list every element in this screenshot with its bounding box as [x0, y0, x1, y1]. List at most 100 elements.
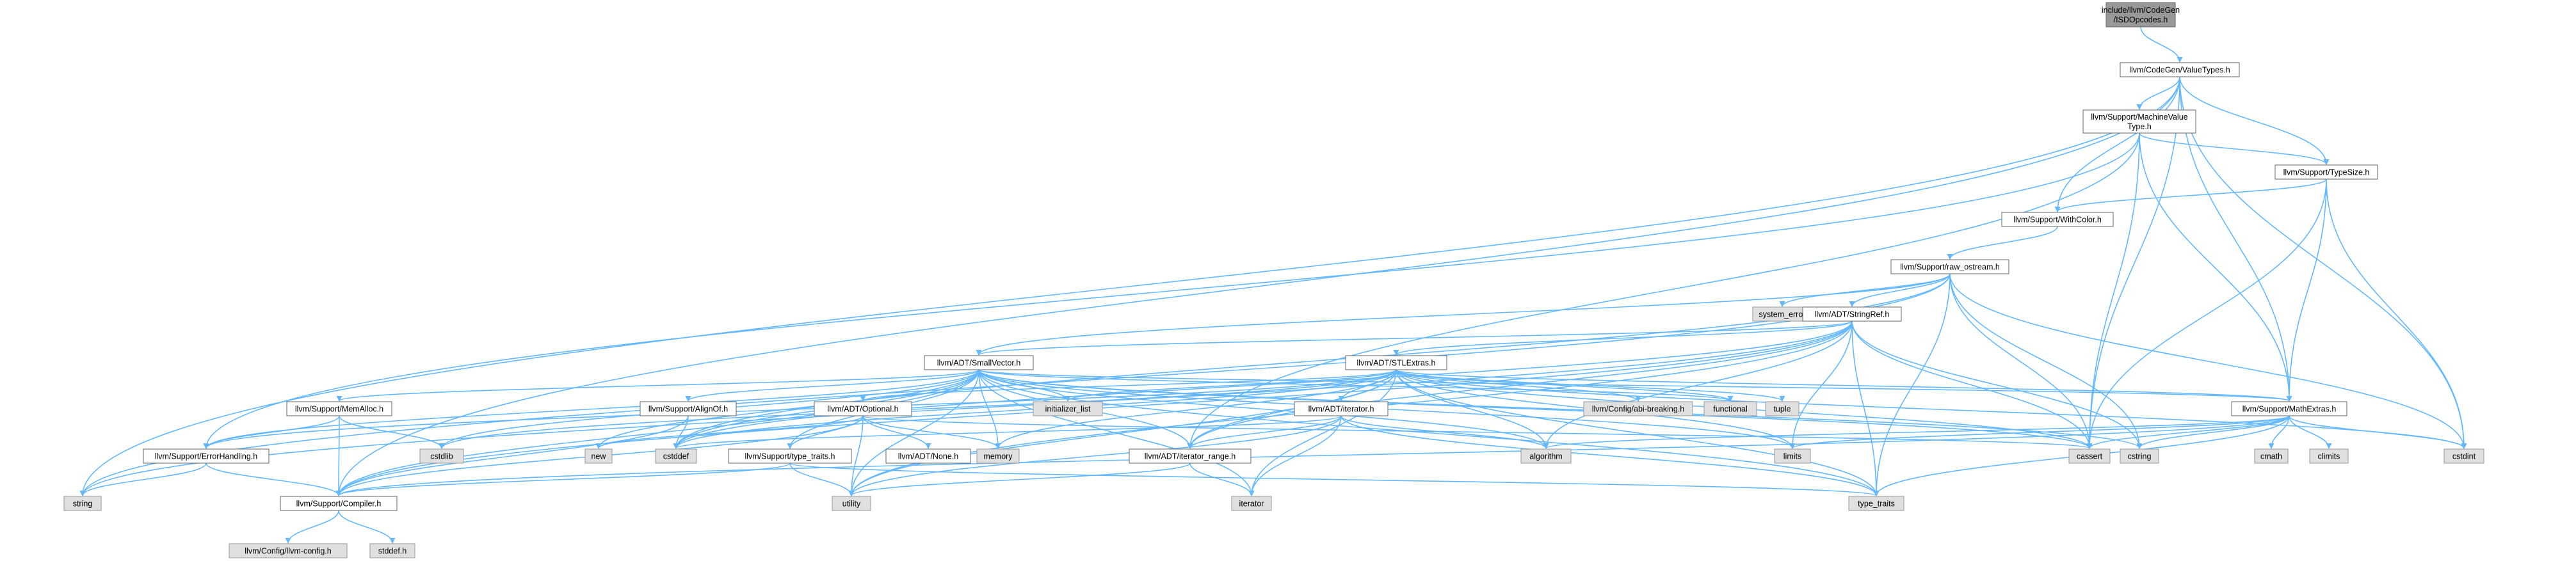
node-mathextras[interactable]: llvm/Support/MathExtras.h — [2231, 401, 2347, 416]
node-algorithm: algorithm — [1520, 448, 1572, 464]
node-label-type_traits: type_traits — [1858, 500, 1895, 509]
edge-stlextras-to-initializer_list — [1065, 369, 1397, 402]
node-type_traits_h[interactable]: llvm/Support/type_traits.h — [728, 448, 852, 464]
node-typesize[interactable]: llvm/Support/TypeSize.h — [2274, 164, 2378, 180]
edge-smallvector-to-initializer_list — [978, 369, 1071, 402]
edge-alignof-to-compiler — [335, 415, 689, 496]
edge-stringref-to-stlextras — [1393, 320, 1853, 356]
edge-smallvector-to-mathextras — [978, 369, 2292, 402]
node-cstring: cstring — [2120, 448, 2159, 464]
edge-memalloc-to-errorhandling — [203, 415, 340, 449]
node-box-memory — [976, 448, 1020, 464]
node-none[interactable]: llvm/ADT/None.h — [885, 448, 971, 464]
node-label-cassert: cassert — [2077, 452, 2103, 461]
node-smallvector[interactable]: llvm/ADT/SmallVector.h — [924, 355, 1034, 370]
edge-raw_ostream-to-type_traits — [1873, 273, 1951, 496]
edge-valuetypes-to-withcolor — [2054, 76, 2180, 212]
node-valuetypes[interactable]: llvm/CodeGen/ValueTypes.h — [2120, 62, 2240, 77]
edge-valuetypes-to-mathextras — [2179, 76, 2292, 402]
node-cstdint: cstdint — [2443, 448, 2484, 464]
node-box-typesize — [2274, 164, 2378, 180]
node-errorhandling[interactable]: llvm/Support/ErrorHandling.h — [143, 448, 270, 464]
edge-raw_ostream-to-stringref — [1849, 273, 1951, 307]
node-alignof[interactable]: llvm/Support/AlignOf.h — [640, 401, 737, 416]
node-stddef: stddef.h — [369, 543, 415, 558]
node-memory: memory — [976, 448, 1020, 464]
node-box-stlextras — [1345, 355, 1447, 370]
node-label-stringref: llvm/ADT/StringRef.h — [1815, 310, 1890, 319]
edge-mathextras-to-climits — [2289, 415, 2332, 449]
node-label-iterator: iterator — [1239, 500, 1264, 509]
edge-mathextras-to-cstring — [2136, 415, 2290, 449]
edge-smallvector-to-errorhandling — [203, 369, 979, 449]
edge-stringref-to-type_traits — [1851, 320, 1880, 496]
edge-compiler-to-stddef — [338, 510, 396, 544]
node-llvm_config: llvm/Config/llvm-config.h — [229, 543, 348, 558]
edge-stringref-to-cassert — [1851, 320, 2093, 449]
node-withcolor[interactable]: llvm/Support/WithColor.h — [2001, 212, 2114, 227]
node-box-algorithm — [1520, 448, 1572, 464]
edge-raw_ostream-to-smallvector — [976, 273, 1951, 356]
node-label-cstdlib: cstdlib — [430, 452, 453, 461]
edge-iterator_range-to-iterator — [1189, 462, 1255, 496]
node-box-initializer_list — [1033, 401, 1103, 416]
node-box-stringref — [1802, 306, 1902, 322]
node-box-mathextras — [2231, 401, 2347, 416]
node-label-root: /ISDOpcodes.h — [2114, 15, 2168, 24]
node-stlextras[interactable]: llvm/ADT/STLExtras.h — [1345, 355, 1447, 370]
node-label-llvm_config: llvm/Config/llvm-config.h — [245, 547, 332, 556]
node-compiler[interactable]: llvm/Support/Compiler.h — [280, 496, 398, 511]
node-label-smallvector: llvm/ADT/SmallVector.h — [937, 359, 1021, 368]
node-box-smallvector — [924, 355, 1034, 370]
node-string: string — [63, 496, 102, 511]
edge-stlextras-to-tuple — [1396, 369, 1785, 402]
edge-iterator_h-to-cstddef — [673, 415, 1342, 449]
node-optional[interactable]: llvm/ADT/Optional.h — [814, 401, 912, 416]
edge-stlextras-to-memory — [995, 369, 1397, 449]
edge-typesize-to-mathextras — [2286, 178, 2327, 402]
node-box-root — [2105, 2, 2176, 28]
node-box-cstdint — [2443, 448, 2484, 464]
node-raw_ostream[interactable]: llvm/Support/raw_ostream.h — [1890, 259, 2009, 274]
node-label-iterator_h: llvm/ADT/iterator.h — [1308, 405, 1374, 414]
node-label-limits: limits — [1783, 452, 1801, 461]
node-box-limits — [1774, 448, 1811, 464]
edge-smallvector-to-alignof — [685, 369, 979, 402]
node-box-withcolor — [2001, 212, 2114, 227]
node-label-compiler: llvm/Support/Compiler.h — [296, 500, 382, 509]
edge-stlextras-to-mathextras — [1396, 369, 2292, 402]
node-label-cstddef: cstddef — [663, 452, 689, 461]
edge-raw_ostream-to-cassert — [1949, 273, 2093, 449]
node-initializer_list: initializer_list — [1033, 401, 1103, 416]
node-root: include/llvm/CodeGen/ISDOpcodes.h — [2102, 2, 2180, 28]
node-label-initializer_list: initializer_list — [1045, 405, 1091, 414]
dependency-edges — [79, 26, 2467, 544]
node-label-errorhandling: llvm/Support/ErrorHandling.h — [155, 452, 258, 461]
node-stringref[interactable]: llvm/ADT/StringRef.h — [1802, 306, 1902, 322]
node-utility: utility — [832, 496, 871, 511]
edge-mathextras-to-cmath — [2268, 415, 2290, 449]
node-memalloc[interactable]: llvm/Support/MemAlloc.h — [286, 401, 392, 416]
node-box-raw_ostream — [1890, 259, 2009, 274]
edge-raw_ostream-to-cstring — [1949, 273, 2143, 449]
edge-mathextras-to-limits — [1789, 415, 2290, 449]
node-label-algorithm: algorithm — [1529, 452, 1562, 461]
edge-mathextras-to-cstdint — [2289, 415, 2467, 449]
node-label-mvt: Type.h — [2127, 122, 2152, 131]
node-box-utility — [832, 496, 871, 511]
edge-smallvector-to-type_traits — [978, 369, 1880, 496]
edge-iterator_h-to-iterator_range — [1187, 415, 1342, 449]
edge-smallvector-to-iterator — [978, 369, 1255, 496]
edge-mvt-to-typesize — [2139, 132, 2330, 165]
node-label-functional: functional — [1713, 405, 1748, 414]
node-cstdlib: cstdlib — [419, 448, 464, 464]
edge-typesize-to-cassert — [2086, 178, 2327, 449]
node-box-cstddef — [655, 448, 697, 464]
edge-valuetypes-to-mvt — [2136, 76, 2180, 110]
node-iterator_h[interactable]: llvm/ADT/iterator.h — [1294, 401, 1389, 416]
edge-valuetypes-to-cstdint — [2179, 76, 2467, 449]
node-iterator_range[interactable]: llvm/ADT/iterator_range.h — [1129, 448, 1252, 464]
node-label-alignof: llvm/Support/AlignOf.h — [648, 405, 728, 414]
edge-stlextras-to-algorithm — [1396, 369, 1549, 449]
